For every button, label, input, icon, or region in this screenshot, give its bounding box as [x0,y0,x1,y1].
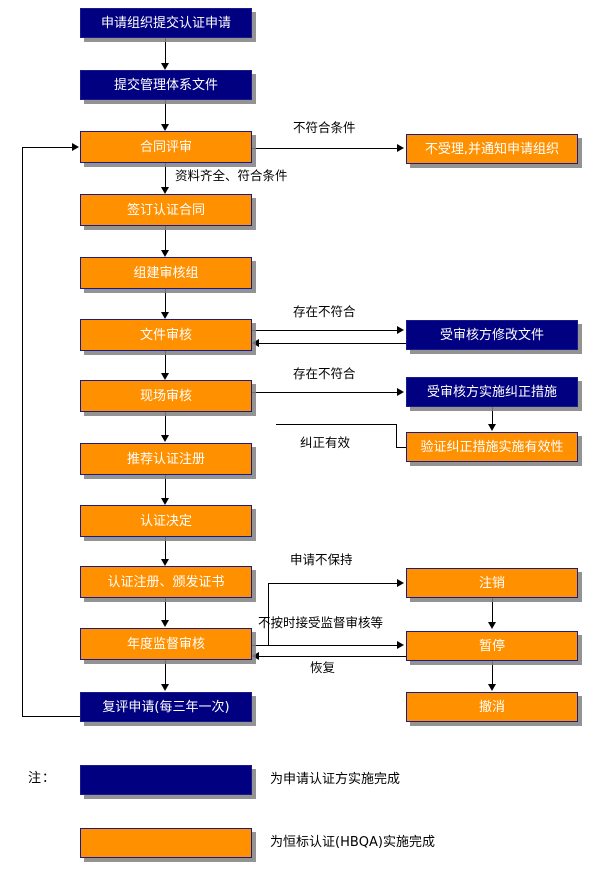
connector-onsite-to-recommend [165,412,166,436]
arrowhead-corrective-to-verify [488,424,496,431]
legend-swatch-certifier [80,828,252,858]
arrowhead-register-to-surveillance [161,620,169,627]
connector-verify-up [396,424,397,448]
node-auditee-revise-docs[interactable]: 受审核方修改文件 [406,320,578,350]
edge-label-not-accepting-surveillance: 不按时接受监督审核等 [258,615,384,630]
connector-contract-to-sign [165,163,166,189]
arrowhead-onsite-to-corrective [397,388,404,396]
connector-verify-left [276,424,397,425]
connector-surveillance-to-suspend [252,645,398,646]
node-verify-corrective-action[interactable]: 验证纠正措施实施有效性 [406,432,578,462]
connector-recommend-to-decision [165,475,166,499]
arrowhead-notmaintain-to-cancel [397,579,404,587]
connector-corrective-to-verify [492,407,493,425]
arrowhead-decision-to-register [161,559,169,566]
connector-onsite-to-corrective [252,392,398,393]
node-submit-system-docs[interactable]: 提交管理体系文件 [80,70,252,100]
node-recommend-registration[interactable]: 推荐认证注册 [80,443,252,475]
edge-label-docs-complete: 资料齐全、符合条件 [175,168,288,183]
node-annual-surveillance[interactable]: 年度监督审核 [80,628,252,660]
node-cancel[interactable]: 注销 [406,568,578,598]
edge-label-correction-effective: 纠正有效 [300,435,351,450]
connector-notmaintain-to-cancel [268,583,398,584]
node-certification-decision[interactable]: 认证决定 [80,505,252,537]
arrowhead-suspend-to-surveillance [252,652,259,660]
node-form-audit-team[interactable]: 组建审核组 [80,257,252,289]
edge-label-application-not-maintained: 申请不保持 [290,552,353,567]
connector-contract-to-reject [252,148,398,149]
arrowhead-surveillance-to-suspend [397,641,404,649]
connector-register-to-surveillance [165,598,166,621]
arrowhead-docreview-to-revise [397,326,404,334]
arrowhead-contract-to-reject [397,144,404,152]
arrowhead-submit-to-docs [161,63,169,70]
legend-note-label: 注： [28,771,57,786]
arrowhead-surveillance-to-reassessment [161,684,169,691]
node-submit-application[interactable]: 申请组织提交认证申请 [80,8,252,38]
edge-label-resume: 恢复 [310,660,336,675]
arrowhead-recommend-to-decision [161,498,169,505]
arrowhead-docs-to-contract [161,124,169,131]
arrowhead-sign-to-team [161,250,169,257]
node-onsite-audit[interactable]: 现场审核 [80,380,252,412]
node-register-issue-cert[interactable]: 认证注册、颁发证书 [80,566,252,598]
arrowhead-contract-to-sign [161,187,169,194]
connector-notmaintain-trunk [268,583,269,645]
legend-text-certifier: 为恒标认证(HBQA)实施完成 [270,835,435,850]
node-reassessment-application[interactable]: 复评申请(每三年一次) [80,692,252,722]
node-contract-review[interactable]: 合同评审 [80,131,252,163]
connector-decision-to-register [165,537,166,561]
connector-docreview-to-revise [252,330,398,331]
node-document-review[interactable]: 文件审核 [80,319,252,351]
arrowhead-docreview-to-onsite [161,373,169,380]
connector-submit-to-docs [165,38,166,65]
arrowhead-revise-to-docreview [252,339,259,347]
connector-suspend-to-surveillance [259,656,406,657]
edge-label-nonconformity-doc: 存在不符合 [293,304,356,319]
node-auditee-corrective-action[interactable]: 受审核方实施纠正措施 [406,377,578,407]
node-reject-notify[interactable]: 不受理,并通知申请组织 [406,134,578,164]
connector-verify-out [396,447,408,448]
connector-team-to-docreview [165,289,166,315]
edge-label-not-meeting-conditions: 不符合条件 [293,120,356,135]
connector-docreview-to-onsite [165,351,166,375]
connector-loop-bottom [22,716,82,717]
connector-suspend-to-withdraw [492,661,493,685]
node-withdraw[interactable]: 撤消 [406,692,578,722]
node-sign-contract[interactable]: 签订认证合同 [80,194,252,226]
connector-loop-left [22,147,23,717]
connector-docs-to-contract [165,100,166,126]
legend-text-applicant: 为申请认证方实施完成 [270,772,401,787]
edge-label-nonconformity-site: 存在不符合 [293,366,356,381]
connector-loop-top [22,147,73,148]
connector-surveillance-to-reassessment [165,660,166,685]
arrowhead-suspend-to-withdraw [488,684,496,691]
legend-swatch-applicant [80,765,252,795]
arrowhead-onsite-to-recommend [161,435,169,442]
arrowhead-cancel-to-suspend [488,622,496,629]
node-suspend[interactable]: 暂停 [406,631,578,661]
connector-revise-to-docreview [259,343,406,344]
connector-sign-to-team [165,226,166,252]
arrowhead-team-to-docreview [161,312,169,319]
arrowhead-loop-to-contract [72,143,79,151]
connector-cancel-to-suspend [492,598,493,623]
